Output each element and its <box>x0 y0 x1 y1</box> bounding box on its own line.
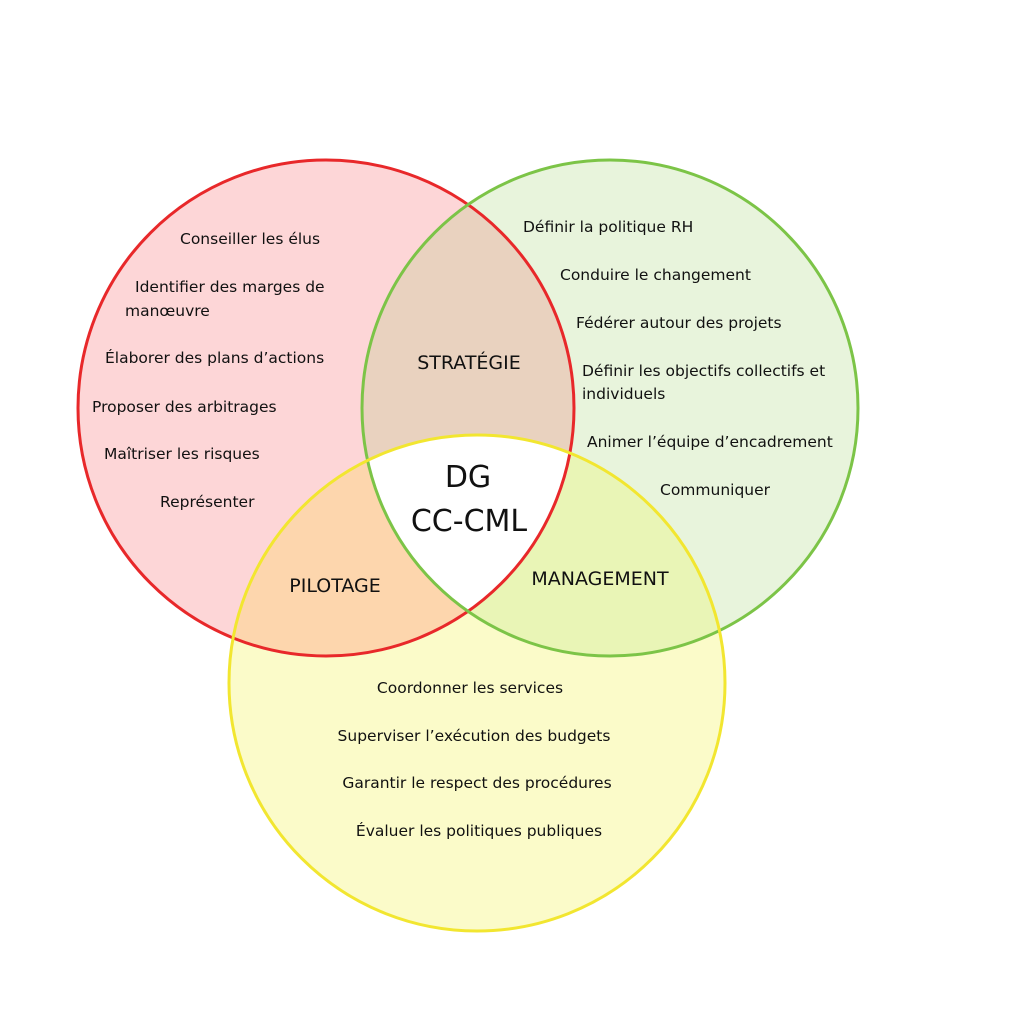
red-item: Représenter <box>160 493 255 511</box>
red-circle-items: Conseiller les élus Identifier des marge… <box>92 230 330 511</box>
red-item: Élaborer des plans d’actions <box>105 348 324 367</box>
green-yellow-overlap <box>362 435 725 656</box>
green-item: Animer l’équipe d’encadrement <box>587 433 833 451</box>
yellow-item: Garantir le respect des procédures <box>342 774 611 792</box>
overlap-label-strategie: STRATÉGIE <box>417 351 521 374</box>
red-item: Maîtriser les risques <box>104 445 260 463</box>
yellow-circle-outline <box>227 433 727 933</box>
red-item: Identifier des marges de manœuvre <box>125 278 330 320</box>
yellow-circle-items: Coordonner les services Superviser l’exé… <box>338 679 612 840</box>
red-circle-outline <box>76 158 576 658</box>
green-item: Définir la politique RH <box>523 218 693 236</box>
green-item: Fédérer autour des projets <box>576 314 782 332</box>
center-label-line1: DG <box>445 460 491 495</box>
yellow-item: Coordonner les services <box>377 679 563 697</box>
green-item: Définir les objectifs collectifs et indi… <box>582 362 830 403</box>
center-label-line2: CC-CML <box>411 504 528 539</box>
green-circle-items: Définir la politique RH Conduire le chan… <box>523 218 833 499</box>
red-item: Proposer des arbitrages <box>92 398 277 416</box>
yellow-item: Évaluer les politiques publiques <box>356 821 602 840</box>
red-item: Conseiller les élus <box>180 230 320 248</box>
green-item: Conduire le changement <box>560 266 751 284</box>
green-item: Communiquer <box>660 481 771 499</box>
red-yellow-overlap <box>229 435 574 656</box>
green-circle-outline <box>360 158 860 658</box>
yellow-item: Superviser l’exécution des budgets <box>338 727 611 745</box>
overlap-label-pilotage: PILOTAGE <box>289 575 380 597</box>
overlap-label-management: MANAGEMENT <box>531 568 669 590</box>
